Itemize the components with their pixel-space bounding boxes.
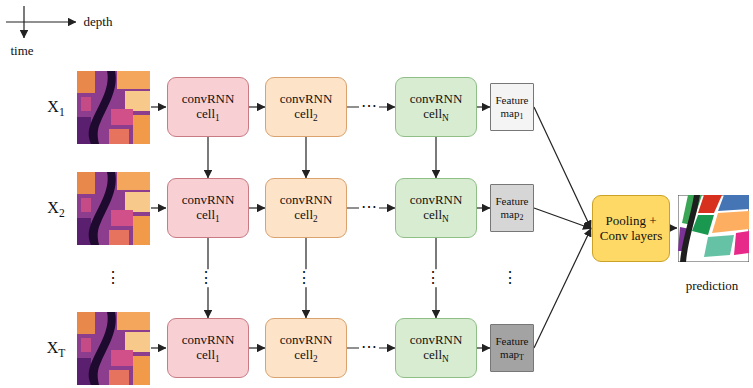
input-arrow — [151, 347, 166, 348]
ellipsis: ⋮ — [196, 269, 216, 287]
depth-axis — [6, 21, 76, 22]
axis-label: time — [10, 44, 33, 58]
subscript: 1 — [215, 214, 220, 224]
subscript: 1 — [59, 106, 65, 118]
node-text: convRNN cellN — [400, 193, 472, 223]
axis-label: depth — [84, 15, 113, 29]
convrnn-cell: convRNN cellN — [395, 318, 477, 378]
satellite-image — [77, 71, 150, 144]
ellipsis: ⋮ — [423, 269, 443, 287]
subscript: T — [519, 353, 524, 362]
convrnn-cell: convRNN cellN — [395, 77, 477, 137]
node-text: convRNN cell2 — [270, 92, 342, 122]
field — [692, 215, 714, 235]
connectors — [208, 107, 591, 348]
field — [734, 231, 749, 255]
connector-arrow — [249, 106, 265, 107]
subscript: 2 — [59, 207, 65, 219]
connector-arrow — [207, 137, 208, 178]
subscript: 2 — [313, 113, 318, 123]
input-arrows — [151, 107, 166, 348]
node-text: convRNN cellN — [400, 333, 472, 363]
subscript: 1 — [215, 354, 220, 364]
convrnn-cell: convRNN cellN — [395, 178, 477, 238]
connector-arrow — [477, 347, 490, 348]
subscript: 2 — [520, 213, 524, 222]
node-text: convRNN cell2 — [270, 193, 342, 223]
node-text: Feature mapT — [493, 335, 531, 360]
convrnn-cell: convRNN cell2 — [265, 77, 347, 137]
ellipsis: ⋯ — [359, 97, 379, 115]
input-images — [77, 71, 150, 385]
connector-arrow — [477, 106, 490, 107]
connector-arrow — [249, 207, 265, 208]
connector-arrow — [477, 207, 490, 208]
convrnn-cell: convRNN cell1 — [167, 318, 249, 378]
ellipsis: ⋯ — [359, 198, 379, 216]
ellipsis: ⋮ — [294, 269, 314, 287]
convrnn-cell: convRNN cell2 — [265, 318, 347, 378]
node-text: Feature map2 — [493, 195, 531, 220]
node-text: Feature map1 — [493, 94, 531, 119]
field — [712, 211, 749, 233]
connector-arrow — [249, 347, 265, 348]
axes — [6, 6, 76, 38]
satellite-image — [77, 172, 150, 245]
input-label: X1 — [47, 98, 64, 116]
connector-arrow — [534, 229, 591, 349]
field — [704, 235, 734, 257]
subscript: T — [58, 347, 65, 359]
connector-arrow — [435, 137, 436, 178]
feature-map: Feature map2 — [490, 184, 534, 232]
prediction-label: prediction — [686, 279, 739, 293]
node-text: convRNN cell1 — [172, 333, 244, 363]
time-axis — [23, 6, 24, 38]
feature-map: Feature map1 — [490, 83, 534, 131]
node-text: convRNN cell1 — [172, 193, 244, 223]
input-arrow — [151, 106, 166, 107]
subscript: N — [442, 113, 449, 123]
pooling-conv-box: Pooling + Conv layers — [592, 195, 670, 262]
field — [718, 195, 749, 211]
feature-map: Feature mapT — [490, 324, 534, 372]
satellite-image — [77, 312, 150, 385]
river-band — [680, 195, 700, 262]
prediction-frame — [678, 195, 749, 262]
subscript: N — [442, 214, 449, 224]
node-text: convRNN cell1 — [172, 92, 244, 122]
input-arrow — [151, 207, 166, 208]
node-text: convRNN cell2 — [270, 333, 342, 363]
subscript: 2 — [313, 214, 318, 224]
subscript: 1 — [520, 112, 524, 121]
connector-arrow — [305, 137, 306, 178]
node-text: Pooling + Conv layers — [596, 214, 666, 244]
ellipsis: ⋮ — [105, 269, 121, 287]
convrnn-cell: convRNN cell1 — [167, 178, 249, 238]
node-text: convRNN cellN — [400, 92, 472, 122]
convrnn-cell: convRNN cell2 — [265, 178, 347, 238]
convrnn-cell: convRNN cell1 — [167, 77, 249, 137]
input-label: X2 — [47, 199, 64, 217]
subscript: 2 — [313, 354, 318, 364]
ellipsis: ⋯ — [359, 338, 379, 356]
subscript: 1 — [215, 113, 220, 123]
prediction-map — [678, 195, 749, 262]
subscript: N — [442, 354, 449, 364]
ellipsis: ⋮ — [502, 269, 518, 287]
input-label: XT — [47, 339, 66, 357]
connector-arrow — [534, 208, 591, 229]
connector-arrow — [534, 107, 591, 229]
